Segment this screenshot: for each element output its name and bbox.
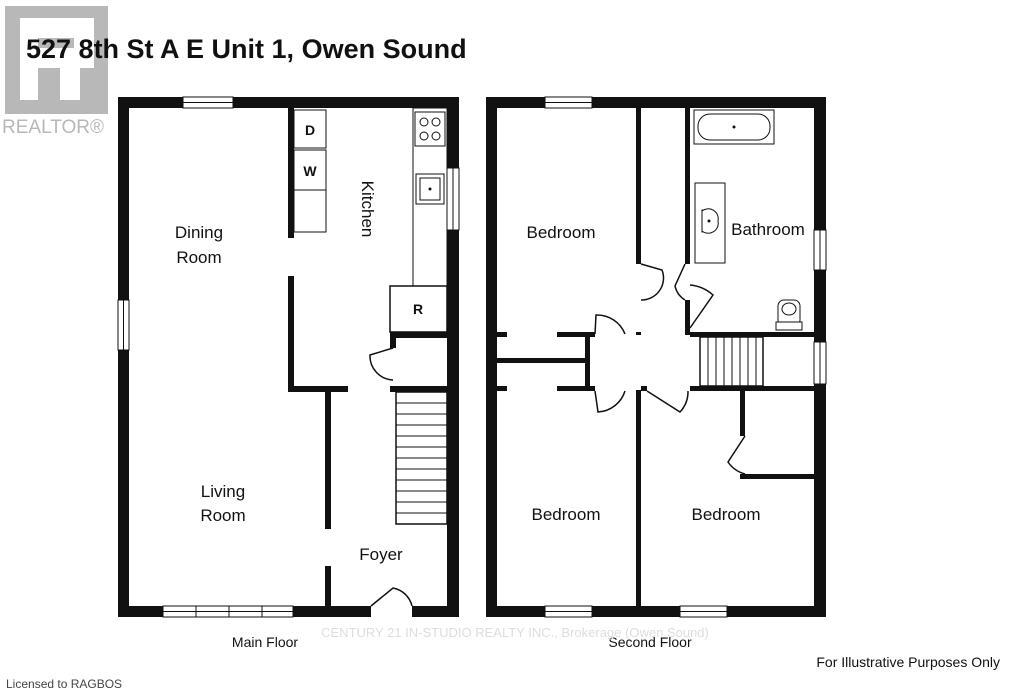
linen-wall-top bbox=[497, 358, 585, 363]
dryer-appliance: D bbox=[293, 109, 327, 149]
bathtub-icon bbox=[693, 109, 775, 145]
washer-appliance: W bbox=[293, 149, 327, 191]
listing-address-title: 527 8th St A E Unit 1, Owen Sound bbox=[26, 34, 467, 64]
bathroom-label: Bathroom bbox=[731, 220, 805, 239]
bedroom2-label: Bedroom bbox=[532, 505, 601, 524]
bedroom1-south-wall bbox=[557, 332, 595, 337]
realtor-logo-text: REALTOR® bbox=[2, 117, 104, 138]
closet-west-wall bbox=[740, 391, 745, 436]
main-wall-top bbox=[118, 97, 459, 108]
bathroom-door-swing-a bbox=[674, 263, 686, 301]
closet-door-swing-2 bbox=[727, 435, 746, 475]
bathroom-west-wall bbox=[685, 108, 690, 264]
second-wall-left bbox=[486, 97, 497, 617]
license-credit: Licensed to RAGBOS bbox=[6, 677, 122, 690]
second-window-top bbox=[544, 96, 593, 109]
closet-south-wall bbox=[740, 474, 814, 479]
closet-wall-stub bbox=[390, 338, 396, 348]
realtor-logo: REALTOR® bbox=[2, 6, 108, 138]
illustrative-disclaimer: For Illustrative Purposes Only bbox=[816, 654, 1000, 670]
closet-wall-top bbox=[390, 332, 447, 338]
hall-west-wall bbox=[585, 337, 590, 390]
bedroom3-door-swing bbox=[646, 390, 689, 413]
dryer-label: D bbox=[305, 122, 315, 138]
main-stairs bbox=[395, 391, 448, 525]
main-window-left bbox=[117, 299, 130, 351]
washer-label: W bbox=[303, 163, 317, 179]
bedroom2-north-wall bbox=[557, 386, 595, 391]
kitchen-label: Kitchen bbox=[358, 181, 377, 238]
bathroom-door-swing bbox=[689, 284, 714, 329]
bathroom-south-wall bbox=[690, 332, 814, 337]
bedroom2-door-swing bbox=[594, 390, 626, 413]
second-wall-top bbox=[486, 97, 826, 108]
main-floor-plan: D W R Dining Room Living Room K bbox=[117, 96, 460, 650]
kitchen-wall-bottom bbox=[288, 386, 348, 392]
second-stairs bbox=[699, 336, 764, 387]
kitchen-wall-lower bbox=[288, 276, 294, 390]
dining-room-label-line1: Dining bbox=[175, 223, 223, 242]
hall-door-swing-a bbox=[594, 314, 626, 335]
second-floor-caption: Second Floor bbox=[608, 634, 692, 650]
bedroom1-door-swing bbox=[640, 263, 665, 301]
bedroom2-north-wall-stub bbox=[497, 386, 507, 391]
main-window-top bbox=[182, 96, 234, 109]
stair-south-wall bbox=[690, 386, 814, 391]
main-window-bottom bbox=[162, 605, 294, 618]
laundry-counter bbox=[293, 189, 327, 233]
refrigerator-appliance: R bbox=[389, 285, 448, 333]
closet-door-swing bbox=[369, 347, 394, 381]
main-floor-caption: Main Floor bbox=[232, 634, 298, 650]
living-room-label-line1: Living bbox=[201, 482, 245, 501]
second-window-bottom-right bbox=[679, 605, 728, 618]
bedroom1-east-wall bbox=[636, 108, 641, 264]
stove-icon bbox=[414, 111, 446, 147]
fridge-label: R bbox=[413, 301, 423, 317]
main-wall-left bbox=[118, 97, 129, 617]
dining-room-label-line2: Room bbox=[176, 248, 221, 267]
main-window-right bbox=[446, 167, 460, 231]
brokerage-watermark: CENTURY 21 IN-STUDIO REALTY INC., Broker… bbox=[321, 625, 709, 640]
living-room-label-line2: Room bbox=[200, 506, 245, 525]
kitchen-sink-icon bbox=[415, 173, 445, 205]
kitchen-wall-upper bbox=[288, 108, 294, 238]
main-wall-bottom-right bbox=[412, 606, 459, 617]
foyer-label: Foyer bbox=[359, 545, 403, 564]
bedroom2-east-wall bbox=[636, 390, 641, 606]
stair-wall-top bbox=[390, 386, 447, 392]
second-window-bottom-left bbox=[544, 605, 593, 618]
bedroom1-label: Bedroom bbox=[527, 223, 596, 242]
living-divider-wall bbox=[325, 392, 331, 529]
front-door-swing bbox=[370, 587, 413, 607]
vanity-sink-icon bbox=[694, 182, 726, 264]
bedroom3-label: Bedroom bbox=[692, 505, 761, 524]
bedroom1-south-wall-stub bbox=[497, 332, 507, 337]
second-wall-bottom bbox=[486, 606, 826, 617]
foyer-wall-stub bbox=[325, 566, 331, 610]
second-floor-plan: Bedroom Bathroom Bedroom Bedroom Second … bbox=[486, 96, 827, 650]
toilet-icon bbox=[775, 299, 803, 331]
hall-window bbox=[813, 341, 827, 385]
bathroom-window bbox=[813, 229, 827, 271]
